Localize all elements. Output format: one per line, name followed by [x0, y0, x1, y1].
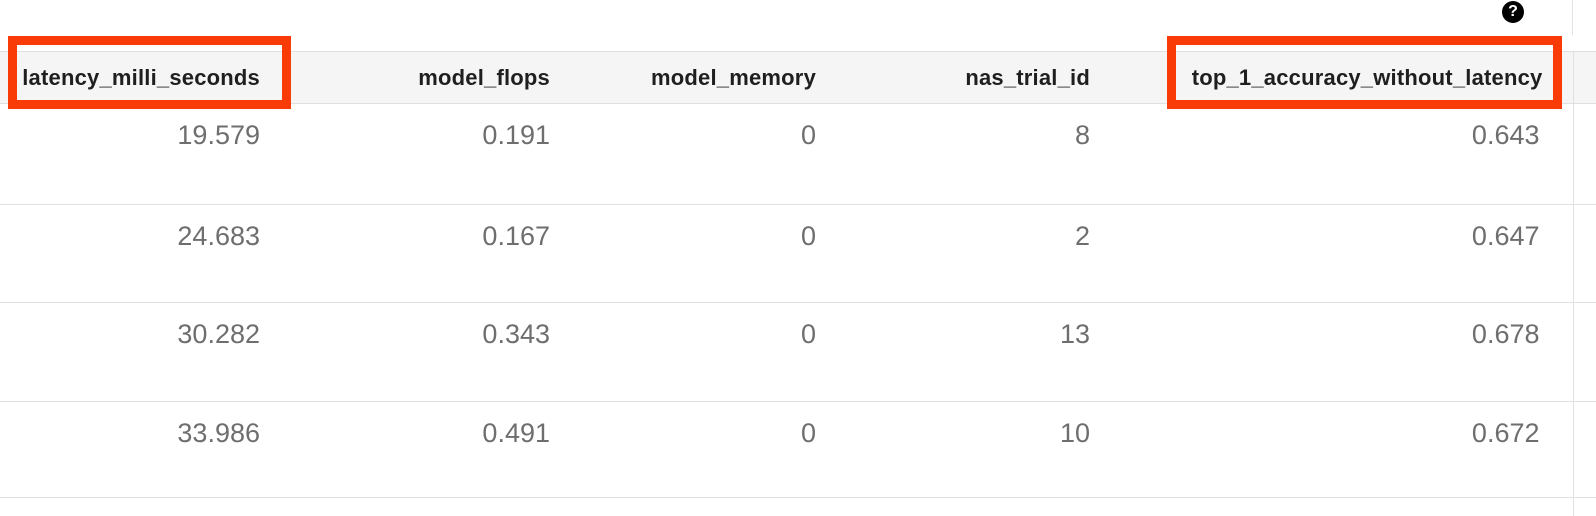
cell-empty: [832, 498, 1106, 516]
table-header-row: latency_milli_seconds model_flops model_…: [0, 51, 1596, 104]
cell-model-memory: 0: [566, 302, 832, 402]
table-row[interactable]: 30.282 0.343 0 13 0.678: [0, 302, 1596, 402]
cell-model-flops: 0.167: [276, 204, 566, 303]
cell-model-flops: 0.491: [276, 401, 566, 498]
cell-empty: [1106, 498, 1573, 516]
column-header-model-memory[interactable]: model_memory: [566, 51, 832, 104]
column-header-latency-milli-seconds[interactable]: latency_milli_seconds: [0, 51, 276, 104]
cell-top-1-accuracy: 0.678: [1106, 302, 1573, 402]
cell-nas-trial-id: 13: [832, 302, 1106, 402]
cell-nas-trial-id: 10: [832, 401, 1106, 498]
help-icon[interactable]: ?: [1502, 1, 1524, 23]
table-row[interactable]: 19.579 0.191 0 8 0.643: [0, 103, 1596, 205]
column-header-nas-trial-id[interactable]: nas_trial_id: [832, 51, 1106, 104]
trials-metrics-table: latency_milli_seconds model_flops model_…: [0, 51, 1596, 516]
cell-stub: [1572, 401, 1596, 498]
table-row[interactable]: 33.986 0.491 0 10 0.672: [0, 401, 1596, 498]
cell-latency: 33.986: [0, 401, 276, 498]
table-row[interactable]: 24.683 0.167 0 2 0.647: [0, 204, 1596, 303]
cell-stub: [1572, 302, 1596, 402]
cell-stub: [1572, 497, 1596, 516]
cell-empty: [566, 498, 832, 516]
cell-top-1-accuracy: 0.643: [1106, 103, 1573, 205]
cell-model-flops: 0.191: [276, 103, 566, 205]
cell-model-memory: 0: [566, 401, 832, 498]
cell-nas-trial-id: 8: [832, 103, 1106, 205]
cell-stub: [1572, 204, 1596, 303]
column-header-stub: [1572, 51, 1596, 104]
cell-latency: 19.579: [0, 103, 276, 205]
cell-stub: [1572, 103, 1596, 205]
cell-empty: [276, 498, 566, 516]
cell-nas-trial-id: 2: [832, 204, 1106, 303]
table-row-partial: [0, 497, 1596, 516]
cell-empty: [0, 498, 276, 516]
column-header-top-1-accuracy-without-latency[interactable]: top_1_accuracy_without_latency: [1106, 51, 1573, 104]
column-header-model-flops[interactable]: model_flops: [276, 51, 566, 104]
cell-model-memory: 0: [566, 204, 832, 303]
cell-top-1-accuracy: 0.647: [1106, 204, 1573, 303]
cell-latency: 24.683: [0, 204, 276, 303]
cell-top-1-accuracy: 0.672: [1106, 401, 1573, 498]
cell-model-flops: 0.343: [276, 302, 566, 402]
cell-latency: 30.282: [0, 302, 276, 402]
column-divider: [1572, 0, 1573, 35]
cell-model-memory: 0: [566, 103, 832, 205]
